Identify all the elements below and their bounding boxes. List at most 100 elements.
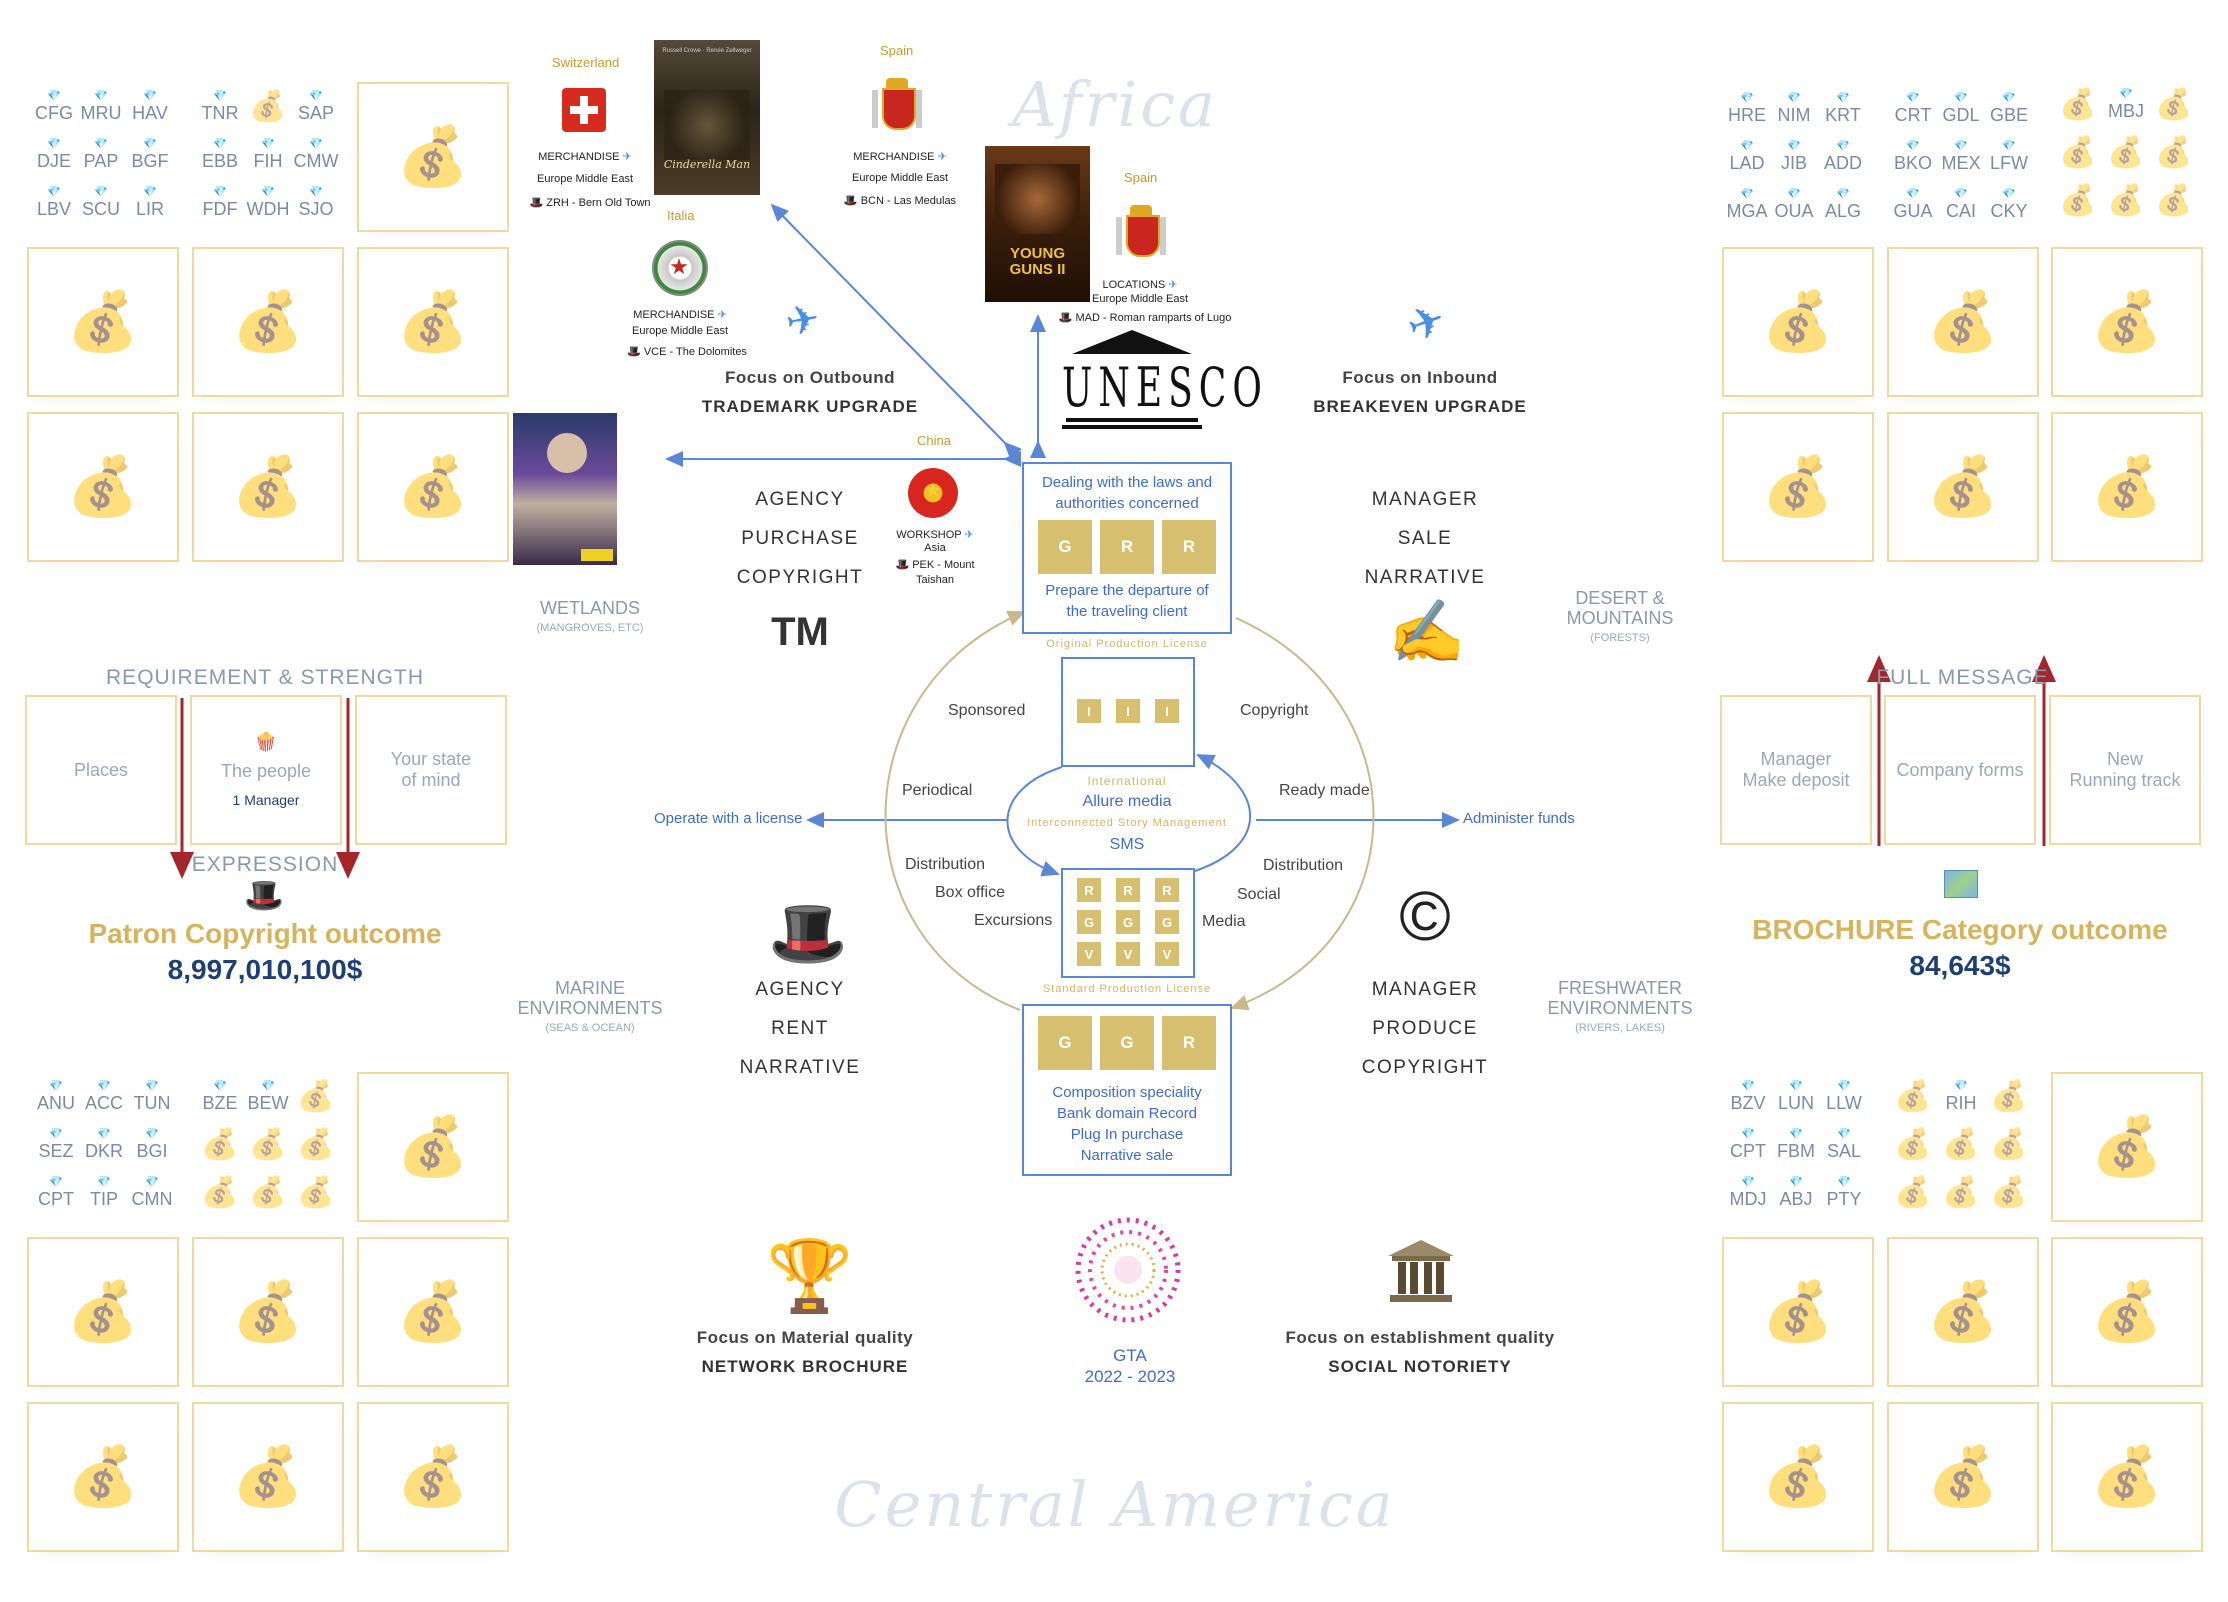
expression-label: EXPRESSION [191,853,339,876]
airport-code-label: ABJ [1779,1189,1813,1209]
money-bag-icon: 💰 [201,1176,239,1209]
deposit-box[interactable]: Manager Make deposit [1720,695,1872,845]
money-bag-icon: 💰 [1926,454,2000,519]
brochure-outcome-value: 84,643$ [1909,950,2011,981]
money-box: 💰 [192,247,344,397]
airport-code-label: GDL [1942,105,1980,125]
money-bag-cell: 💰 [1985,1080,2033,1114]
money-bag-cell: 💰 [292,1176,340,1210]
running-track-box[interactable]: New Running track [2049,695,2201,845]
spain1-region: Europe Middle East [852,172,948,184]
airport-code: 💎PTY [1820,1176,1868,1210]
label-international: International [1087,774,1167,788]
airport-code: 💎OUA [1770,188,1818,222]
money-bag-icon: 💰 [231,1444,305,1509]
diamond-icon: 💎 [49,1080,63,1092]
state-of-mind-box[interactable]: Your state of mind [355,695,507,845]
money-bag-cell: 💰 [1937,1176,1985,1210]
money-bag-icon: 💰 [2155,88,2193,121]
money-bag-icon: 💰 [231,289,305,354]
airport-code: 💎KRT [1819,92,1867,126]
airport-code-label: ANU [36,1093,75,1113]
outer-loop-right [1230,617,1375,1011]
airport-code: 💎LUN [1772,1080,1820,1114]
airport-code-label: CMW [293,151,339,171]
operate-with-license[interactable]: Operate with a license [654,810,803,827]
places-box[interactable]: Places [25,695,177,845]
establishment-line2: SOCIAL NOTORIETY [1328,1357,1512,1376]
diamond-icon: 💎 [47,90,61,102]
money-bag-cell: 💰 [2102,184,2150,218]
people-box[interactable]: 🍿 The people 1 Manager [190,695,342,845]
airport-code-label: BZV [1730,1093,1766,1113]
airport-code-label: WDH [246,199,290,219]
diamond-icon: 💎 [1837,1128,1851,1140]
money-bag-cell: 💰 [1889,1080,1937,1114]
money-bag-cell: 💰 [1889,1176,1937,1210]
center-mid-box[interactable]: I I I [1061,657,1195,767]
airport-code-label: FIH [253,151,283,171]
money-box: 💰 [27,247,179,397]
airport-code: 💎SEZ [32,1128,80,1162]
airport-code-label: FDF [202,199,238,219]
money-box: 💰 [357,82,509,232]
airport-code: 💎GUA [1889,188,1937,222]
diamond-icon: 💎 [1741,1128,1755,1140]
money-box: 💰 [1722,1402,1874,1552]
china-region: Asia [924,542,946,554]
center-grid-box[interactable]: R R R G G G V V V [1061,868,1195,978]
airport-code: 💎LFW [1985,140,2033,174]
money-bag-icon: 💰 [396,1444,470,1509]
airport-code-label: TUN [133,1093,171,1113]
money-box: 💰 [357,1237,509,1387]
airport-code-label: PTY [1826,1189,1862,1209]
money-bag-icon: 💰 [396,124,470,189]
company-forms-box[interactable]: Company forms [1884,695,2036,845]
money-bag-cell: 💰 [2054,136,2102,170]
money-box: 💰 [2051,412,2203,562]
center-top-box[interactable]: Dealing with the laws and authorities co… [1022,462,1232,634]
money-bag-icon: 💰 [2155,136,2193,169]
poster-young-guns-ii[interactable]: YOUNG GUNS II [985,146,1090,302]
italy-emblem-icon: ★ [652,240,708,296]
money-bag-icon: 💰 [2059,136,2097,169]
diamond-icon: 💎 [1837,1080,1851,1092]
swiss-place: 🎩 ZRH - Bern Old Town [529,197,651,209]
money-box: 💰 [27,1237,179,1387]
money-bag-icon: 💰 [2090,1444,2164,1509]
airport-code: 💎SJO [292,186,340,220]
airport-code-label: SAP [297,103,335,123]
outbound-line1: Focus on Outbound [725,368,895,387]
inbound-line1: Focus on Inbound [1342,368,1498,387]
money-bag-icon: 💰 [396,454,470,519]
administer-funds[interactable]: Administer funds [1463,810,1575,827]
money-bag-icon: 💰 [2059,184,2097,217]
diamond-icon: 💎 [49,1128,63,1140]
airport-code-label: CKY [1990,201,2028,221]
poster-birds-of-prey[interactable] [513,413,617,565]
diamond-icon: 💎 [47,186,61,198]
airport-code: 💎CAI [1937,188,1985,222]
diamond-icon: 💎 [97,1080,111,1092]
airport-code: 💎FBM [1772,1128,1820,1162]
patron-outcome-title: Patron Copyright outcome [88,918,442,949]
diamond-icon: 💎 [1789,1176,1803,1188]
diamond-icon: 💎 [309,138,323,150]
money-bag-cell: 💰 [244,1176,292,1210]
diamond-icon: 💎 [1787,140,1801,152]
label-periodical: Periodical [902,782,973,799]
diamond-icon: 💎 [1789,1080,1803,1092]
center-bottom-box[interactable]: G G R Composition speciality Bank domain… [1022,1004,1232,1176]
airport-code: 💎CPT [32,1176,80,1210]
diamond-icon: 💎 [143,90,157,102]
poster-cinderella-man[interactable]: Russell Crowe · Renée Zellweger Cinderel… [654,40,760,195]
airport-code: 💎BZV [1724,1080,1772,1114]
diamond-icon: 💎 [1836,188,1850,200]
top-hat-icon: 🎩 [529,197,544,209]
money-bag-icon: 💰 [249,1128,287,1161]
outer-loop-left [884,610,1026,1011]
money-bag-cell: 💰 [244,90,292,124]
